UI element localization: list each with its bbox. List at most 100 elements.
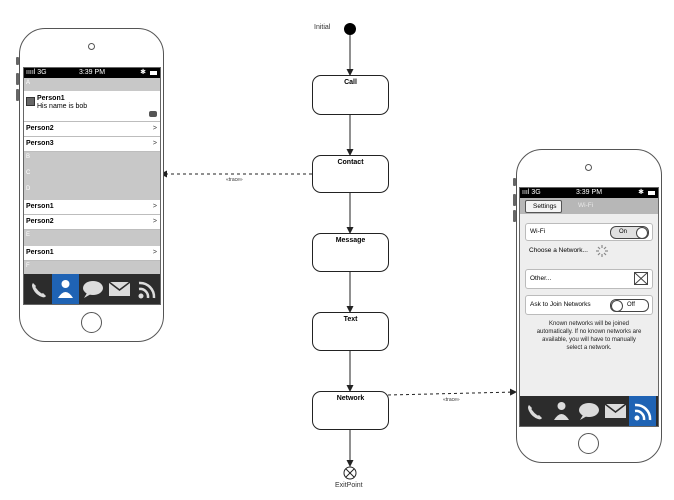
chevron-right-icon: >: [152, 218, 157, 225]
list-item[interactable]: Person3 >: [24, 137, 160, 152]
right-phone-volume-down: [513, 210, 516, 222]
tab-mail[interactable]: [602, 396, 629, 426]
list-item[interactable]: Person1 >: [24, 246, 160, 261]
left-phone-screen: ııııl 3G 3:39 PM ✱ A Person1 His name is…: [23, 67, 161, 305]
right-tab-bar: [520, 396, 658, 426]
right-status-bar: ıııl 3G 3:39 PM ✱: [520, 188, 658, 198]
chevron-right-icon: >: [152, 203, 157, 210]
state-call[interactable]: Call: [312, 75, 389, 115]
wifi-toggle[interactable]: On: [610, 226, 649, 239]
speech-bubble-icon: [579, 403, 599, 420]
contact-avatar-icon: [26, 97, 35, 106]
chevron-right-icon: >: [152, 140, 157, 147]
tab-messages[interactable]: [79, 274, 106, 304]
list-item[interactable]: Person2 >: [24, 122, 160, 137]
list-item[interactable]: Person1 >: [24, 200, 160, 215]
chevron-right-icon: >: [152, 249, 157, 256]
state-message[interactable]: Message: [312, 233, 389, 272]
envelope-icon: [108, 281, 131, 296]
bluetooth-icon: ✱: [638, 189, 644, 196]
battery-icon: [150, 71, 157, 75]
left-status-bar: ııııl 3G 3:39 PM ✱: [24, 68, 160, 78]
other-label: Other...: [530, 275, 552, 282]
other-network-row[interactable]: Other...: [525, 269, 653, 289]
state-network-label: Network: [336, 395, 365, 402]
nav-title: Wi-Fi: [578, 202, 594, 209]
left-phone-volume-up: [16, 73, 19, 85]
spinner-icon: [596, 245, 608, 257]
right-signal-indicator: ıııl 3G: [522, 189, 541, 196]
wifi-label: Wi-Fi: [530, 228, 546, 235]
left-phone-volume-down: [16, 89, 19, 101]
settings-content: Wi-Fi On Choose a Network... Other...: [520, 214, 658, 396]
rss-icon: [138, 281, 156, 299]
wifi-setting-row: Wi-Fi On: [525, 223, 653, 241]
state-contact-label: Contact: [337, 159, 364, 166]
ask-to-join-toggle[interactable]: Off: [610, 299, 649, 312]
settings-back-button[interactable]: Settings: [525, 200, 562, 213]
state-text-label: Text: [343, 316, 358, 323]
initial-node: [344, 23, 356, 35]
contact-row-person1-detail[interactable]: Person1 His name is bob: [24, 91, 160, 122]
right-phone-screen: ıııl 3G 3:39 PM ✱ Settings Wi-Fi Wi-Fi O…: [519, 187, 659, 427]
right-phone-mute-switch: [513, 178, 516, 186]
tab-contacts[interactable]: [548, 396, 575, 426]
person-icon: [554, 402, 569, 420]
right-phone-volume-up: [513, 194, 516, 206]
left-signal-indicator: ııııl 3G: [26, 69, 47, 76]
left-phone-home-button[interactable]: [81, 312, 102, 333]
rss-icon: [634, 403, 652, 421]
phone-icon: [32, 283, 46, 298]
initial-label: Initial: [314, 24, 331, 31]
trace-label-left: «trace»: [226, 177, 243, 183]
section-header-f: F: [24, 261, 160, 274]
exit-point-label: ExitPoint: [335, 482, 363, 489]
nav-bar: Settings Wi-Fi: [520, 198, 658, 214]
trace-label-right: «trace»: [443, 397, 460, 403]
right-phone-speaker: [585, 164, 592, 171]
trace-network-to-right-phone: [387, 388, 517, 396]
tab-mail[interactable]: [106, 274, 133, 304]
tab-network[interactable]: [629, 396, 656, 426]
state-message-label: Message: [335, 237, 366, 244]
state-call-label: Call: [344, 79, 357, 86]
wifi-toggle-knob: [636, 227, 648, 239]
bluetooth-icon: ✱: [140, 69, 146, 76]
tab-network[interactable]: [133, 274, 160, 304]
right-phone-mockup: ıııl 3G 3:39 PM ✱ Settings Wi-Fi Wi-Fi O…: [513, 149, 662, 463]
section-header-a: A: [24, 78, 160, 91]
left-phone-speaker: [88, 43, 95, 50]
tab-contacts[interactable]: [52, 274, 79, 304]
contact-subtitle: His name is bob: [37, 103, 88, 110]
choose-network-row: Choose a Network...: [529, 247, 588, 254]
left-tab-bar: [24, 274, 160, 304]
tab-phone[interactable]: [25, 274, 52, 304]
image-placeholder-icon: [634, 272, 648, 285]
ask-to-join-row: Ask to Join Networks Off: [525, 295, 653, 315]
battery-icon: [648, 191, 655, 195]
state-network[interactable]: Network: [312, 391, 389, 430]
left-phone-mockup: ııııl 3G 3:39 PM ✱ A Person1 His name is…: [16, 28, 164, 342]
section-header-e: E: [24, 230, 160, 246]
exit-point-node: [343, 466, 357, 480]
message-badge-icon: [149, 111, 157, 117]
choose-network-label: Choose a Network...: [529, 247, 588, 254]
right-phone-home-button[interactable]: [578, 433, 599, 454]
section-block-b-c-d: B C D: [24, 152, 160, 200]
contact-name: Person1: [37, 95, 65, 102]
chevron-right-icon: >: [152, 125, 157, 132]
state-text[interactable]: Text: [312, 312, 389, 351]
phone-icon: [528, 405, 542, 420]
left-status-time: 3:39 PM: [78, 69, 106, 76]
tab-messages[interactable]: [575, 396, 602, 426]
speech-bubble-icon: [83, 281, 103, 298]
person-icon: [58, 280, 73, 298]
state-contact[interactable]: Contact: [312, 155, 389, 193]
networks-note: Known networks will be joined automatica…: [536, 321, 642, 351]
list-item[interactable]: Person2 >: [24, 215, 160, 230]
tab-phone[interactable]: [521, 396, 548, 426]
right-status-time: 3:39 PM: [575, 189, 603, 196]
ask-toggle-knob: [611, 300, 623, 312]
envelope-icon: [604, 403, 627, 418]
